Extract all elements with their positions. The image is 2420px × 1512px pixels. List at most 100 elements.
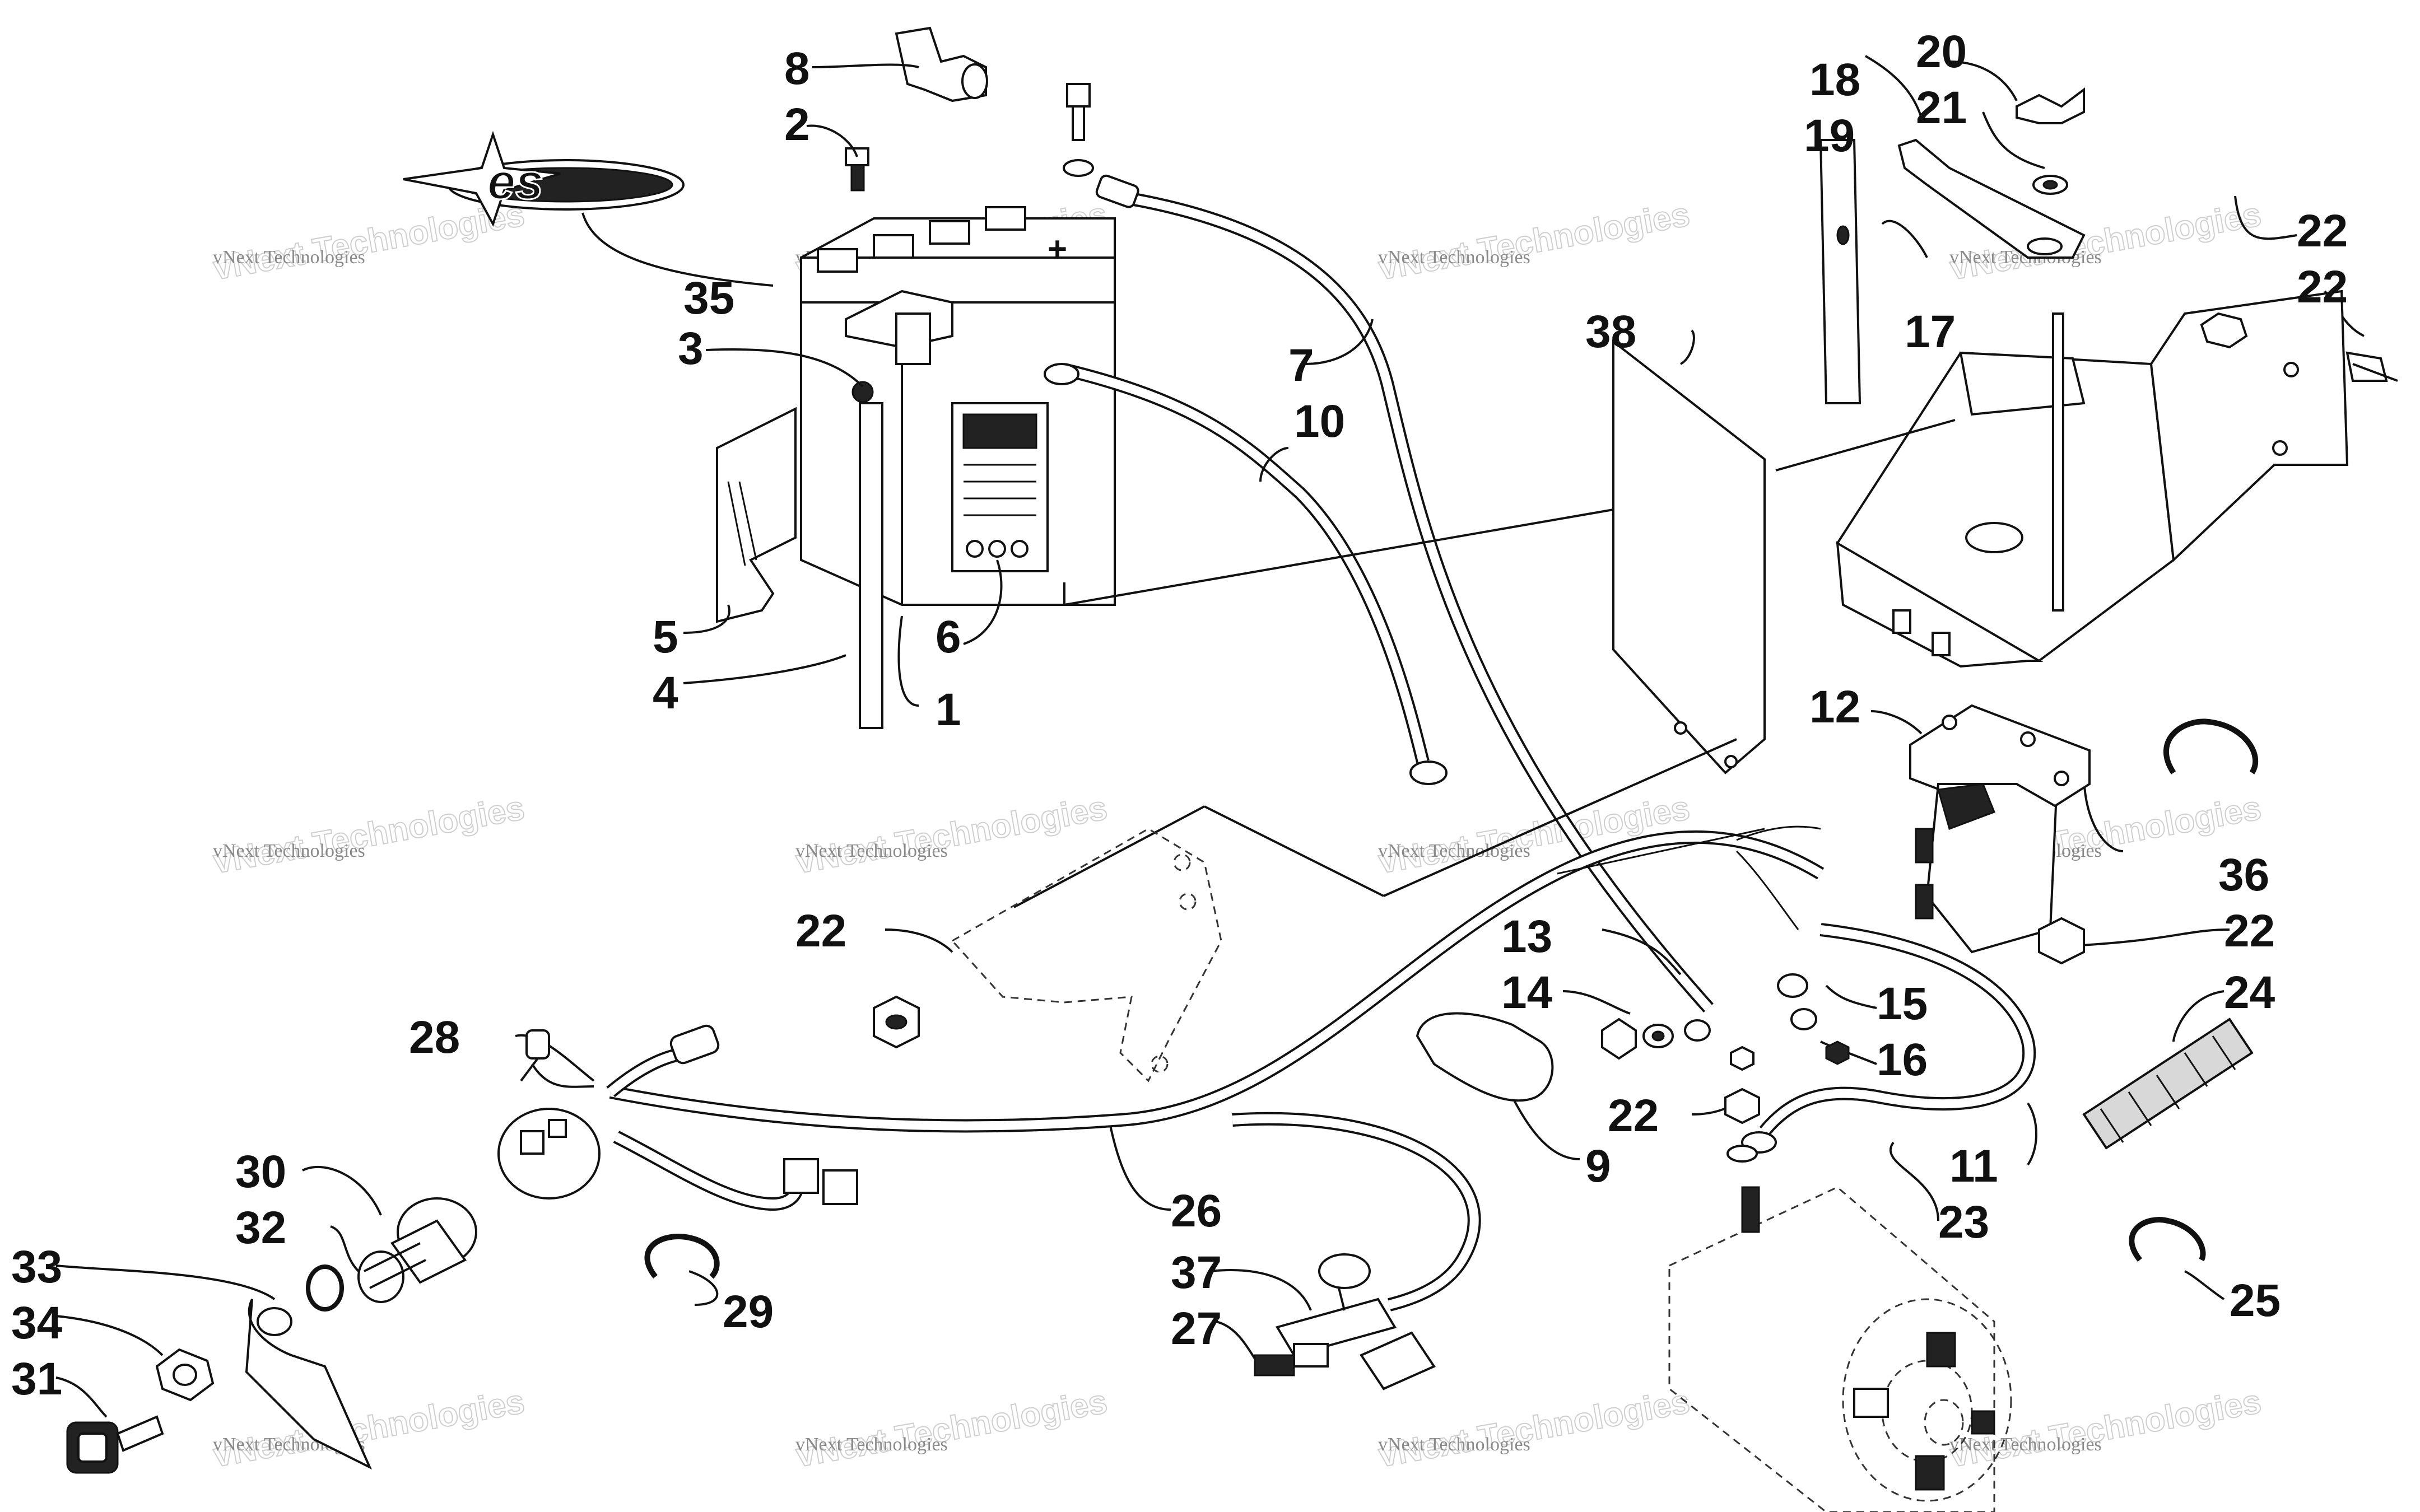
- flange-nut-icon: [873, 995, 920, 1049]
- callout-4: 4: [653, 668, 678, 718]
- svg-text:vNext Technologies: vNext Technologies: [1376, 1383, 1692, 1474]
- guide-lines: [1013, 419, 1956, 908]
- callout-13: 13: [1501, 911, 1552, 962]
- callout-22: 22: [795, 906, 846, 956]
- callout-19: 19: [1804, 110, 1855, 161]
- svg-text:vNext Technologies: vNext Technologies: [795, 841, 948, 861]
- callout-26: 24: [2224, 967, 2275, 1018]
- callout-27: 25: [2230, 1275, 2281, 1326]
- svg-text:vNext Technologies: vNext Technologies: [213, 247, 365, 268]
- battery-icon: +: [800, 206, 1116, 729]
- watermark: vNext Technologies vNext Technologies: [210, 788, 528, 881]
- retaining-clip-icon: [644, 1234, 720, 1279]
- flange-nut-icon: [2038, 917, 2085, 965]
- callout-32: 30: [235, 1146, 286, 1197]
- spring-icon: [2082, 1018, 2254, 1150]
- watermark: vNext Technologies vNext Technologies: [210, 1382, 528, 1475]
- battery-tray-icon: [1836, 290, 2349, 668]
- hardware-icon: [1601, 973, 1850, 1071]
- callout-labels: 8 2 3 5 4 6 1 35 7 10 38 12 18 19 20 21 …: [11, 26, 2348, 1404]
- callout-40: 38: [1585, 306, 1636, 357]
- callout-21: 21: [1916, 82, 1967, 133]
- callout-23: 22: [2297, 262, 2348, 312]
- battery-cable-negative-icon: [1044, 363, 1448, 785]
- svg-text:vNext Technologies: vNext Technologies: [795, 1434, 948, 1455]
- retaining-clip-icon: [2129, 1217, 2206, 1262]
- svg-text:+: +: [1048, 230, 1067, 268]
- callout-31: 29: [723, 1286, 774, 1337]
- svg-text:vNext Technologies: vNext Technologies: [1376, 195, 1692, 287]
- hold-down-strap-icon: [1819, 138, 2086, 404]
- ignition-switch-icon: [357, 1108, 601, 1303]
- callout-29: 27: [1171, 1303, 1222, 1354]
- callout-30: 28: [409, 1012, 460, 1063]
- callout-14: 14: [1501, 967, 1553, 1018]
- svg-text:vNext Technologies: vNext Technologies: [1378, 247, 1530, 268]
- callout-22: 22: [2224, 906, 2275, 956]
- ignition-plate-icon: [245, 1299, 373, 1470]
- callout-35: 33: [11, 1242, 62, 1292]
- battery-cable-positive-icon: [1095, 174, 1714, 1013]
- watermark: vNext Technologies vNext Technologies: [1375, 195, 1693, 288]
- watermark: vNext Technologies vNext Technologies: [793, 1382, 1110, 1475]
- callout-39: 37: [1171, 1247, 1222, 1298]
- starter-motor-icon: [1668, 1186, 2012, 1512]
- callout-1: 1: [936, 684, 961, 735]
- callout-22: 22: [2297, 206, 2348, 256]
- svg-text:vNext Technologies: vNext Technologies: [211, 195, 527, 287]
- callout-28: 26: [1171, 1186, 1222, 1236]
- callout-24: 22: [1608, 1090, 1659, 1141]
- callout-38: 36: [2218, 850, 2269, 900]
- nut-icon: [1724, 1088, 1760, 1163]
- svg-text:vNext Technologies: vNext Technologies: [793, 789, 1110, 881]
- svg-text:vNext Technologies: vNext Technologies: [1378, 841, 1530, 861]
- callout-11: 11: [1949, 1141, 1998, 1192]
- terminal-boot-icon: [1416, 1012, 1554, 1102]
- callout-34: 32: [235, 1202, 286, 1253]
- svg-text:vNext Technologies: vNext Technologies: [211, 789, 527, 881]
- callout-9: 9: [1585, 1141, 1611, 1192]
- wire-harness-icon: [531, 825, 1825, 1312]
- svg-text:vNext Technologies: vNext Technologies: [1378, 1434, 1530, 1455]
- svg-text:vNext Technologies: vNext Technologies: [213, 841, 365, 861]
- starter-solenoid-icon: [1909, 704, 2091, 954]
- callout-7: 7: [1288, 340, 1314, 391]
- callout-33: 31: [11, 1354, 62, 1404]
- callout-12: 12: [1809, 682, 1860, 732]
- callout-2: 2: [784, 99, 810, 150]
- retaining-clip-icon: [2163, 718, 2259, 774]
- svg-text:es: es: [487, 154, 543, 210]
- ignition-key-icon: [66, 1415, 164, 1474]
- connector-icon: [520, 1029, 550, 1082]
- callout-6: 6: [936, 612, 961, 662]
- svg-text:vNext Technologies: vNext Technologies: [1376, 789, 1692, 881]
- callout-25: 23: [1938, 1197, 1989, 1248]
- battery-shield-icon: [716, 407, 797, 623]
- callout-10: 10: [1294, 396, 1345, 447]
- svg-text:vNext Technologies: vNext Technologies: [793, 1383, 1110, 1474]
- callout-20: 20: [1916, 26, 1967, 77]
- decal-icon: es: [403, 130, 685, 227]
- callout-18: 18: [1809, 54, 1860, 105]
- snap-ring-icon: [306, 1264, 344, 1312]
- leader-lines: [55, 55, 2365, 1418]
- callout-15: 15: [1877, 978, 1928, 1029]
- watermark: vNext Technologies vNext Technologies: [1375, 1382, 1693, 1475]
- nut-icon: [2200, 312, 2248, 349]
- callout-37: 35: [683, 273, 734, 324]
- terminal-boot-icon: [895, 26, 988, 102]
- bolt-icon: [1063, 83, 1094, 177]
- callout-36: 34: [11, 1298, 63, 1348]
- callout-3: 3: [678, 323, 704, 374]
- watermark: vNext Technologies vNext Technologies: [210, 195, 528, 288]
- callout-17: 17: [1905, 306, 1956, 357]
- callout-5: 5: [653, 612, 678, 662]
- wing-nut-icon: [2016, 87, 2085, 195]
- callout-16: 16: [1877, 1034, 1928, 1085]
- insulator-plate-icon: [1612, 339, 1766, 774]
- watermark: vNext Technologies vNext Technologies: [1375, 788, 1693, 881]
- frame-bracket-icon: [951, 828, 1222, 1082]
- svg-text:vNext Technologies: vNext Technologies: [211, 1383, 527, 1474]
- watermark: vNext Technologies vNext Technologies: [793, 788, 1110, 881]
